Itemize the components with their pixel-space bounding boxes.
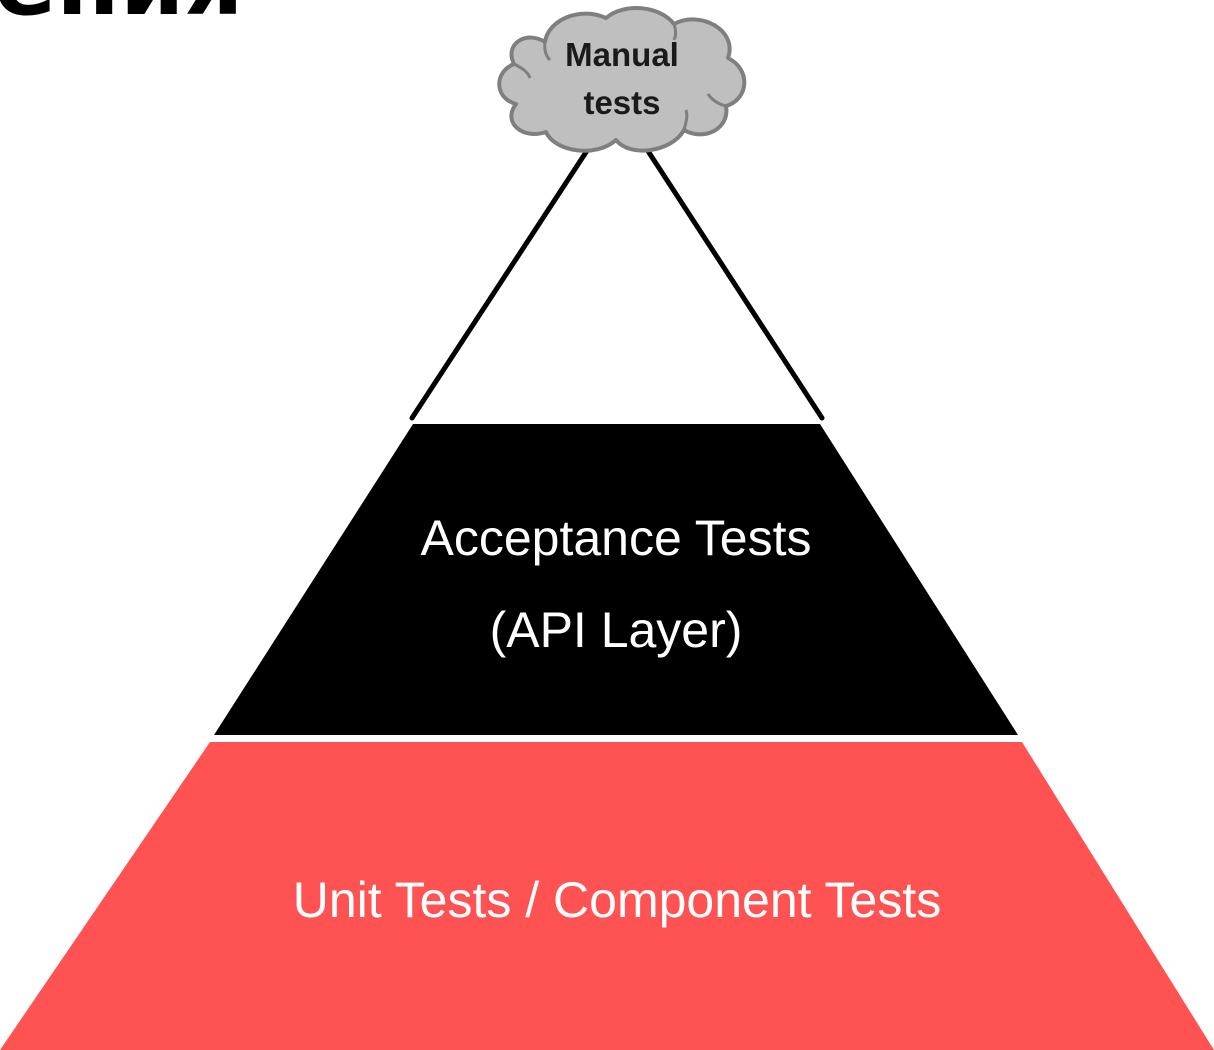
- manual-tests-cloud: Manual tests: [497, 6, 747, 153]
- cloud-label-line1: Manual: [565, 36, 679, 73]
- pyramid-top-left-edge: [409, 137, 597, 421]
- pyramid-layer-acceptance-tests: [214, 424, 1018, 735]
- cloud-inner-curve-3: [682, 109, 689, 131]
- acceptance-tests-label: Acceptance Tests: [421, 510, 812, 566]
- cloud-inner-curve-4: [706, 93, 727, 108]
- cloud-label-line2: tests: [583, 84, 660, 121]
- pyramid-top-right-edge: [643, 145, 825, 421]
- cloud-icon: [497, 6, 747, 153]
- cloud-inner-curve-2: [513, 62, 532, 79]
- cloud-inner-curve-1: [543, 41, 552, 62]
- cloud-inner-curve-5: [672, 23, 677, 41]
- pyramid-layer-unit-tests: [0, 742, 1214, 1050]
- api-layer-label: (API Layer): [490, 602, 743, 658]
- unit-component-tests-label: Unit Tests / Component Tests: [293, 872, 941, 928]
- slide-title-fragment: ения: [0, 0, 244, 36]
